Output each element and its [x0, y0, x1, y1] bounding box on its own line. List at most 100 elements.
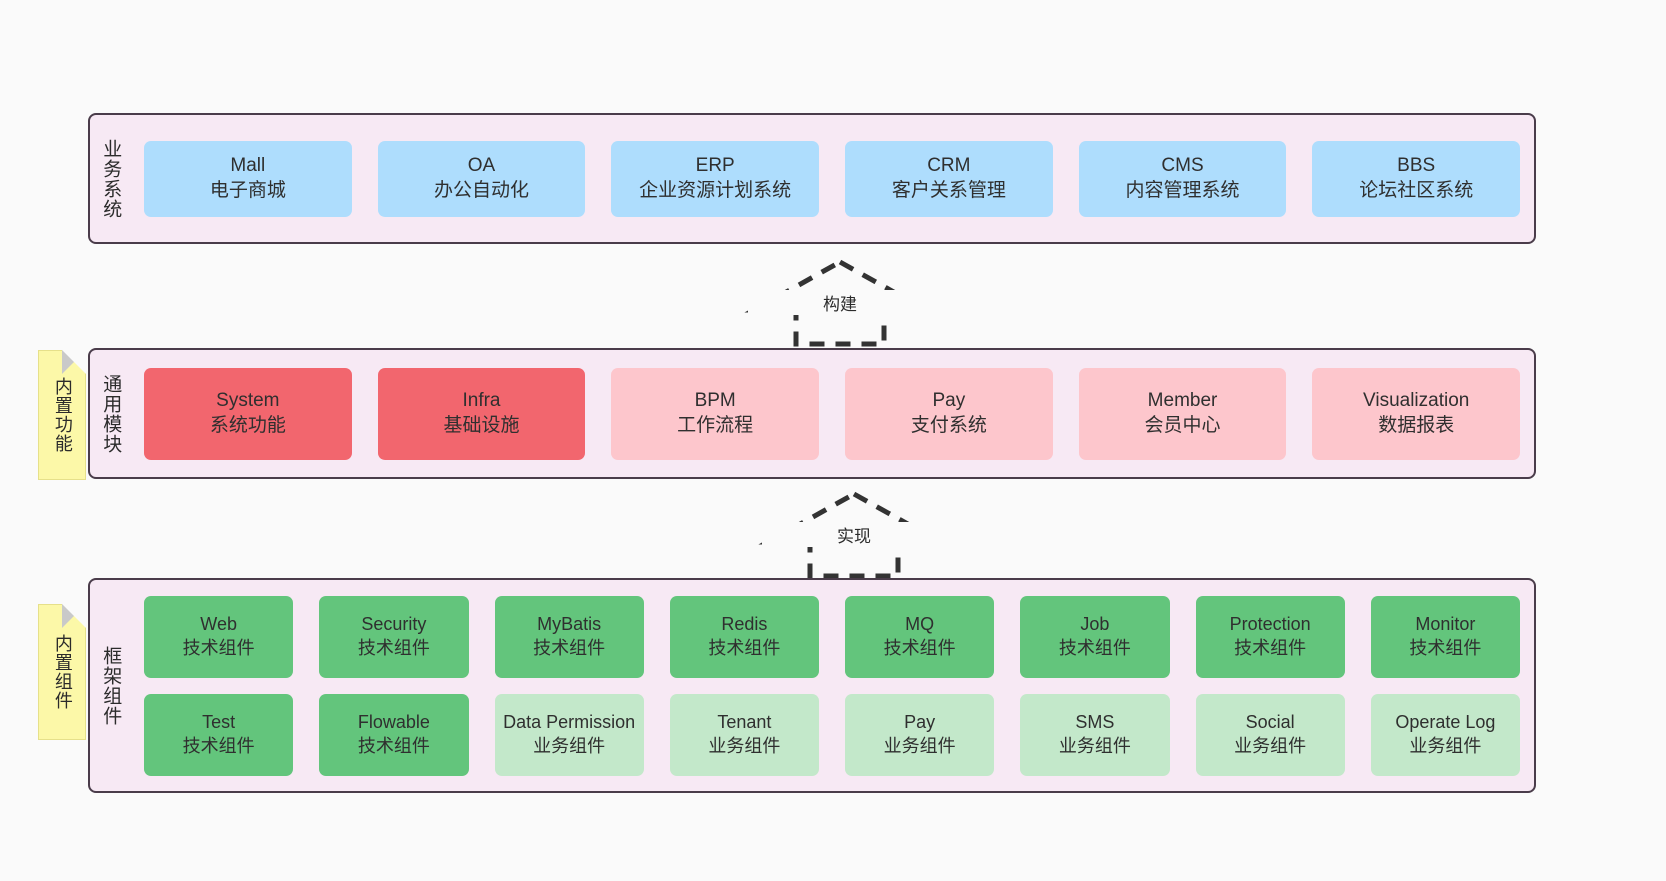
component-card-name: Tenant — [717, 712, 772, 733]
component-card-name: CRM — [927, 155, 971, 177]
component-card-name: Protection — [1229, 614, 1311, 635]
component-card-desc: 技术组件 — [708, 637, 781, 658]
component-card-desc: 业务组件 — [1058, 735, 1131, 756]
layer-common-title: 通用模块 — [100, 373, 122, 454]
component-card-desc: 技术组件 — [357, 735, 430, 756]
component-card-name: SMS — [1075, 712, 1115, 733]
component-card-name: Infra — [462, 390, 501, 412]
component-card-desc: 系统功能 — [209, 414, 286, 436]
component-card-desc: 论坛社区系统 — [1359, 179, 1474, 201]
component-card-name: Web — [200, 614, 237, 635]
arrow-implement-label: 实现 — [762, 522, 946, 547]
component-card-desc: 工作流程 — [677, 414, 754, 436]
component-card-name: BPM — [694, 390, 736, 412]
component-card-name: MQ — [905, 614, 935, 635]
component-card-desc: 技术组件 — [357, 637, 430, 658]
component-card-name: Security — [361, 614, 427, 635]
component-card-name: Monitor — [1415, 614, 1476, 635]
component-card-desc: 技术组件 — [533, 637, 606, 658]
component-card-desc: 技术组件 — [1058, 637, 1131, 658]
component-card-desc: 客户关系管理 — [891, 179, 1006, 201]
layer-framework-title: 框架组件 — [100, 645, 122, 726]
sticky-note-builtin-features: 内置功能 — [38, 350, 86, 480]
component-card-name: Visualization — [1363, 390, 1470, 412]
component-card-desc: 办公自动化 — [434, 179, 530, 201]
component-card-name: CMS — [1161, 155, 1204, 177]
component-card-desc: 业务组件 — [533, 735, 606, 756]
component-card-name: Operate Log — [1395, 712, 1496, 733]
component-card-name: ERP — [695, 155, 735, 177]
component-card-desc: 数据报表 — [1378, 414, 1455, 436]
component-card-desc: 业务组件 — [708, 735, 781, 756]
layer-business-title: 业务系统 — [100, 138, 122, 219]
component-card-desc: 企业资源计划系统 — [639, 179, 792, 201]
component-card-desc: 会员中心 — [1144, 414, 1221, 436]
component-card-desc: 技术组件 — [182, 735, 255, 756]
component-card-name: Test — [202, 712, 236, 733]
component-card-desc: 业务组件 — [1409, 735, 1482, 756]
component-card-desc: 业务组件 — [1234, 735, 1307, 756]
component-card-desc: 技术组件 — [1409, 637, 1482, 658]
component-card-name: Flowable — [357, 712, 430, 733]
component-card-name: Member — [1147, 390, 1218, 412]
component-card-name: Social — [1245, 712, 1295, 733]
component-card-name: MyBatis — [537, 614, 602, 635]
component-card-desc: 支付系统 — [910, 414, 987, 436]
component-card-name: Data Permission — [503, 712, 636, 733]
component-card-name: System — [216, 390, 280, 412]
component-card-desc: 基础设施 — [443, 414, 520, 436]
component-card-desc: 电子商城 — [209, 179, 286, 201]
arrow-build: 构建 — [744, 258, 936, 348]
component-card-name: Pay — [932, 390, 966, 412]
component-card-desc: 技术组件 — [182, 637, 255, 658]
component-card-name: Redis — [721, 614, 768, 635]
component-card-desc: 技术组件 — [1234, 637, 1307, 658]
component-card-desc: 技术组件 — [883, 637, 956, 658]
arrow-build-label: 构建 — [748, 290, 932, 315]
component-card-name: BBS — [1397, 155, 1436, 177]
component-card-name: Mall — [230, 155, 266, 177]
sticky-note-builtin-components: 内置组件 — [38, 604, 86, 740]
component-card-name: Pay — [904, 712, 936, 733]
component-card-desc: 业务组件 — [883, 735, 956, 756]
component-card-name: OA — [467, 155, 496, 177]
